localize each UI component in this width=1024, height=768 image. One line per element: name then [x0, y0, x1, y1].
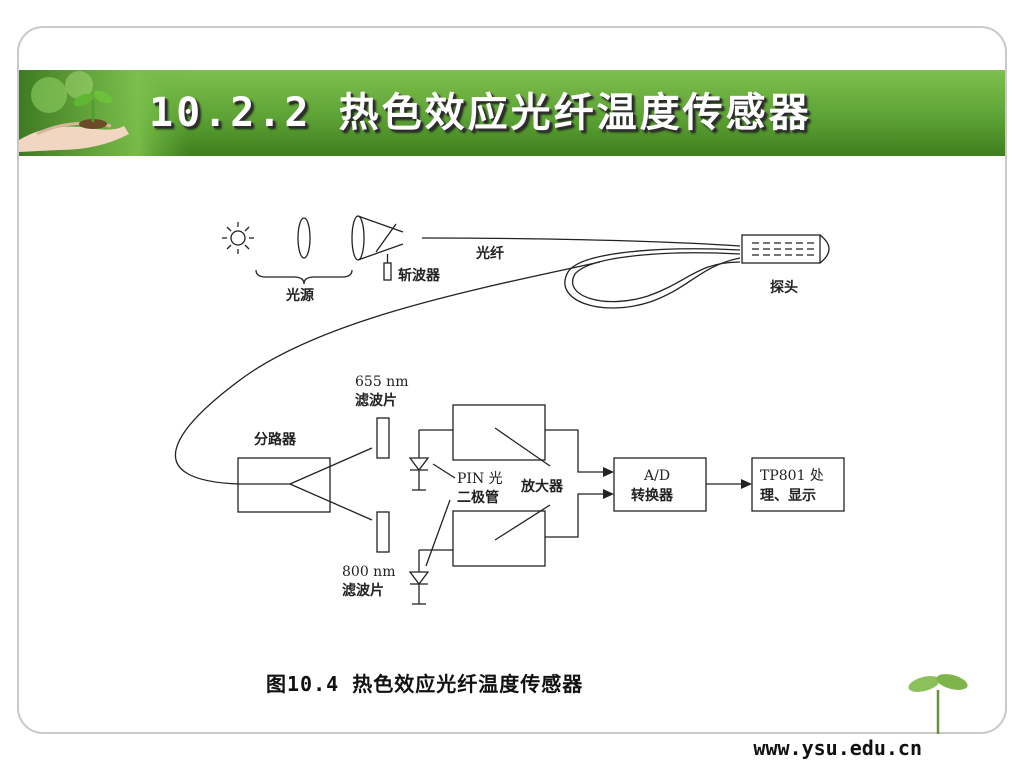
- label-tp-line2: 理、显示: [760, 488, 816, 504]
- lens-icon: [297, 217, 311, 259]
- filter-800-box: [376, 511, 390, 553]
- label-pin-line1: PIN 光: [457, 471, 503, 487]
- amplifier-top-box: [452, 404, 546, 461]
- probe-icon: [741, 234, 830, 264]
- filter-655-box: [376, 417, 390, 459]
- chopper-icon: [383, 262, 392, 281]
- title-banner: 10.2.2 热色效应光纤温度传感器: [19, 70, 1005, 156]
- label-light-source: 光源: [285, 287, 314, 304]
- label-filter-800-name: 滤波片: [342, 582, 384, 599]
- label-filter-655-name: 滤波片: [355, 392, 397, 409]
- label-fiber: 光纤: [475, 245, 504, 262]
- sprout-icon: [908, 674, 968, 734]
- label-filter-655-nm: 655 nm: [355, 374, 408, 390]
- label-filter-800-nm: 800 nm: [342, 564, 395, 580]
- hand-seedling-photo: [19, 70, 189, 156]
- footer-url[interactable]: www.ysu.edu.cn: [753, 736, 922, 760]
- photodiode-top-icon: [408, 429, 456, 491]
- label-splitter: 分路器: [254, 431, 297, 448]
- slide-title: 10.2.2 热色效应光纤温度传感器: [149, 90, 812, 136]
- label-amplifier: 放大器: [520, 478, 564, 495]
- tp801-box: [751, 457, 845, 512]
- lamp-icon: [222, 222, 254, 254]
- coupler-icon: [351, 215, 404, 261]
- label-tp-line1: TP801 处: [760, 468, 824, 484]
- label-chopper: 斩波器: [398, 267, 441, 284]
- light-source-brace: [255, 269, 353, 285]
- splitter-box: [237, 457, 331, 513]
- amplifier-bottom-box: [452, 510, 546, 567]
- figure-caption: 图10.4 热色效应光纤温度传感器: [266, 672, 584, 696]
- label-pin-line2: 二极管: [457, 489, 499, 506]
- fiber-line: [421, 237, 741, 247]
- label-ad-line2: 转换器: [631, 487, 674, 504]
- slide-frame: 10.2.2 热色效应光纤温度传感器: [17, 26, 1007, 734]
- photodiode-bottom-icon: [408, 499, 453, 605]
- label-probe: 探头: [770, 279, 798, 296]
- label-ad-line1: A/D: [643, 468, 670, 484]
